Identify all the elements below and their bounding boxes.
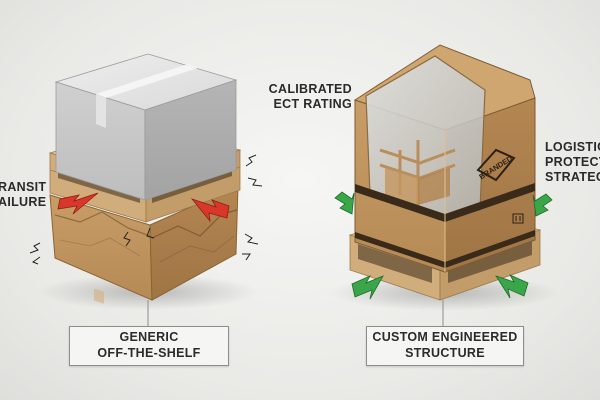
- up-arrows-handling-icon: [512, 213, 524, 224]
- callout-line: AILURE: [0, 195, 47, 209]
- red-arrow-icon: [190, 198, 230, 223]
- green-arrow-icon: [532, 193, 553, 217]
- callout-line: CALIBRATED: [268, 82, 352, 96]
- logistics-protection-callout: LOGISTIC PROTECT STRATEG: [545, 140, 600, 185]
- white-box: [54, 53, 238, 201]
- custom-box-group: BRANDED: [330, 44, 560, 326]
- callout-line: LOGISTIC: [545, 140, 600, 154]
- green-arrow-icon: [334, 191, 355, 215]
- ect-rating-callout: CALIBRATED ECT RATING: [268, 82, 352, 112]
- caption-line: STRUCTURE: [405, 346, 485, 360]
- green-arrow-icon: [495, 274, 529, 299]
- callout-line: ECT RATING: [273, 97, 352, 111]
- generic-box-group: [29, 53, 263, 326]
- callout-line: PROTECT: [545, 155, 600, 169]
- callout-line: RANSIT: [0, 180, 47, 194]
- generic-caption-box: GENERIC OFF-THE-SHELF: [69, 326, 229, 366]
- red-arrow-icon: [57, 192, 99, 215]
- caption-line: CUSTOM ENGINEERED: [372, 330, 518, 344]
- caption-line: OFF-THE-SHELF: [97, 346, 201, 360]
- crack-mark-icon: [29, 154, 263, 265]
- custom-caption-box: CUSTOM ENGINEERED STRUCTURE: [366, 326, 524, 366]
- caption-line: GENERIC: [119, 330, 179, 344]
- callout-line: STRATEG: [545, 170, 600, 184]
- transit-failure-callout: RANSIT AILURE: [0, 180, 47, 210]
- green-arrow-icon: [351, 275, 384, 300]
- custom-kraft-box: [353, 44, 536, 273]
